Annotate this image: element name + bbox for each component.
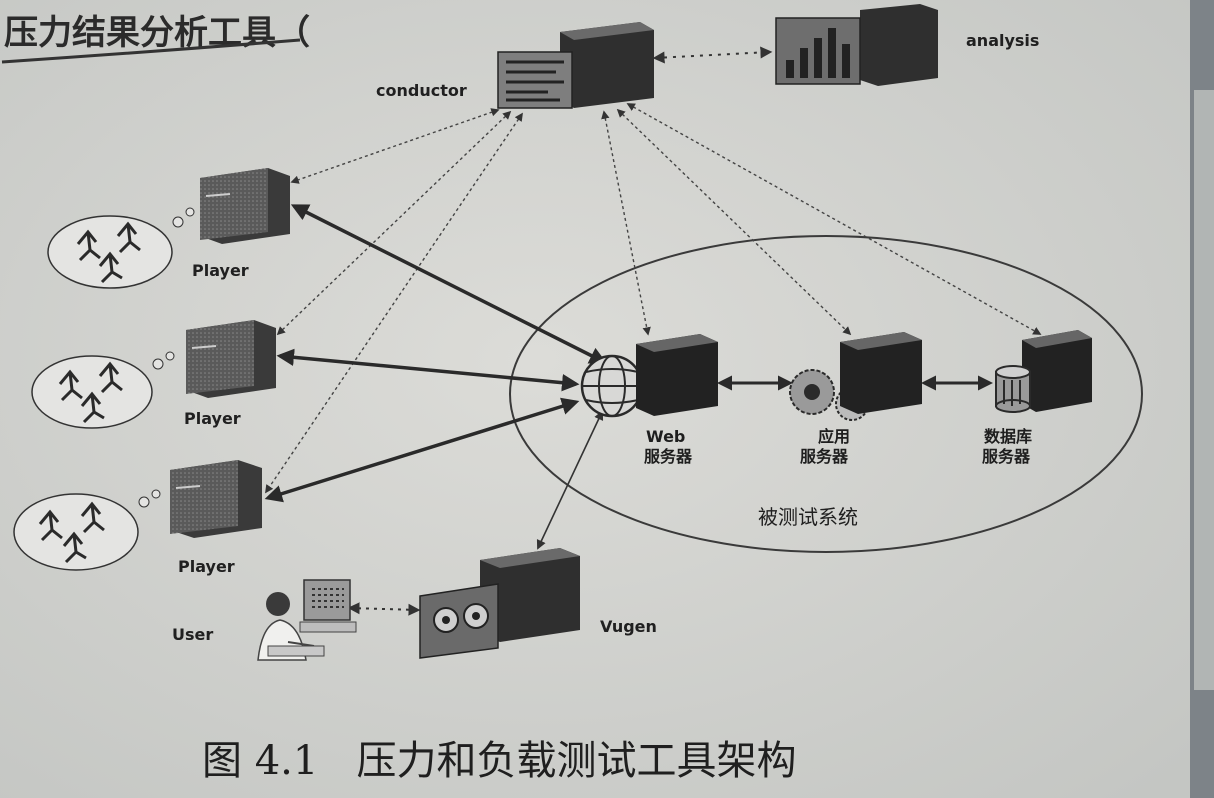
web-server-node <box>580 334 718 418</box>
analysis-label: analysis <box>966 31 1039 50</box>
link-player3-web <box>264 397 580 503</box>
user-head-icon <box>266 592 290 616</box>
conductor-node <box>497 22 654 109</box>
db-server-label-line1: 数据库 <box>984 427 1032 446</box>
player-2-node <box>31 320 276 429</box>
conductor-label: conductor <box>376 81 467 100</box>
db-server-label-line2: 服务器 <box>982 447 1031 466</box>
link-player1-web <box>290 204 608 364</box>
player-2-label: Player <box>184 409 241 428</box>
vugen-screen-icon <box>419 583 499 659</box>
player-1-label: Player <box>192 261 249 280</box>
app-server-label-line1: 应用 <box>818 427 850 446</box>
link-web-vugen <box>536 410 604 550</box>
link-conductor-db <box>626 103 1042 335</box>
user-label: User <box>172 625 213 644</box>
web-server-label-line2: 服务器 <box>644 447 693 466</box>
player-3-node <box>13 460 262 571</box>
heading-underline <box>1 38 301 64</box>
app-server-label-line2: 服务器 <box>800 447 849 466</box>
system-under-test-label: 被测试系统 <box>758 505 858 529</box>
web-server-label-line1: Web <box>646 427 685 446</box>
db-server-node <box>995 330 1092 413</box>
link-conductor-analysis <box>652 46 773 64</box>
heading-fragment: 压力结果分析工具（ <box>4 13 310 53</box>
figure-caption: 图 4.1 压力和负载测试工具架构 <box>202 738 796 784</box>
database-icon <box>995 365 1031 413</box>
virtual-users-cloud-3 <box>13 493 139 571</box>
player-1-node <box>47 168 290 289</box>
user-node <box>257 579 357 661</box>
vugen-label: Vugen <box>600 617 657 636</box>
app-server-node <box>789 332 922 421</box>
player-3-label: Player <box>178 557 235 576</box>
link-player2-web <box>276 348 580 392</box>
connections <box>264 46 1042 616</box>
link-user-vugen <box>347 602 421 616</box>
vugen-node <box>419 548 580 659</box>
analysis-node <box>775 4 938 86</box>
next-page-strip <box>1194 90 1214 690</box>
